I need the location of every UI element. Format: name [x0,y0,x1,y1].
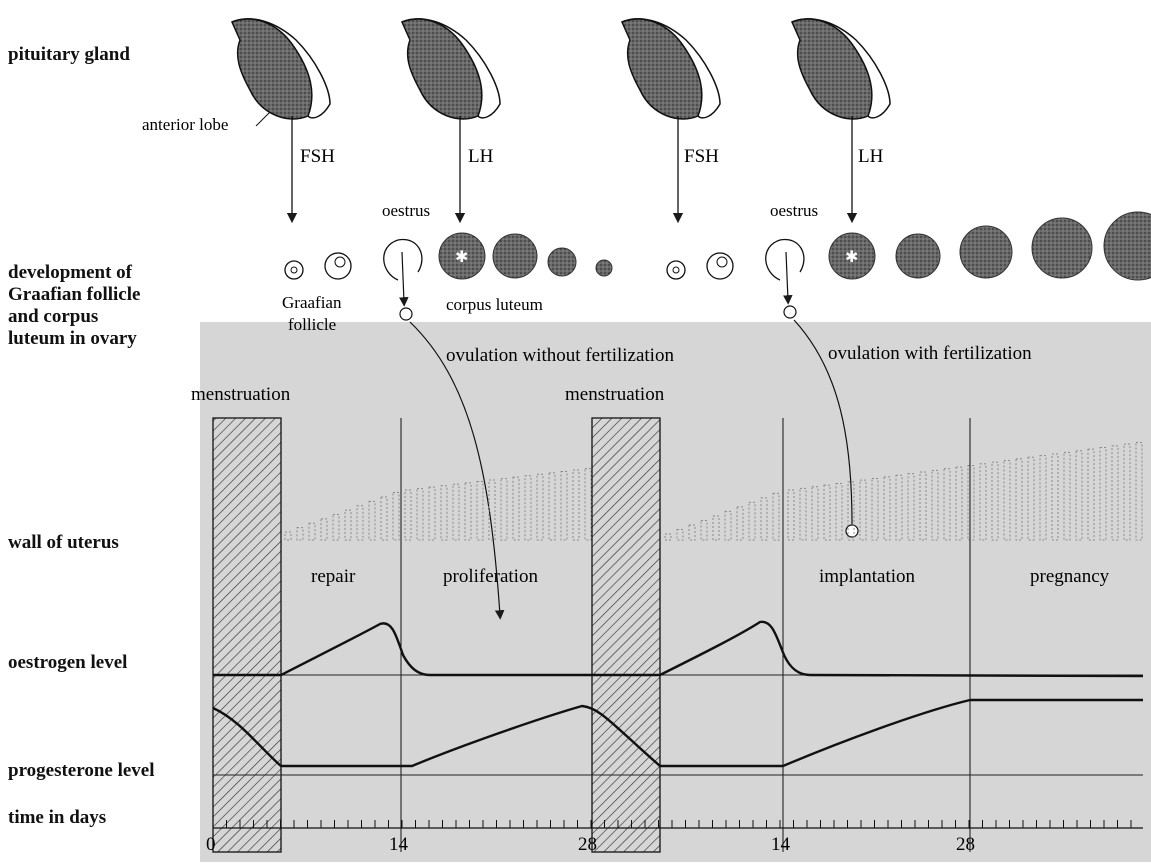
tick-label-0: 0 [206,834,216,855]
ovulation-without-fert-label: ovulation without fertilization [446,345,674,366]
follicle-small-2 [667,261,685,279]
pituitary-gland-2 [402,19,500,119]
phase-pregnancy: pregnancy [1030,566,1110,587]
lh-label-2: LH [858,146,884,167]
anterior-lobe-leader [256,112,270,126]
fsh-label-1: FSH [300,146,335,167]
follicle-medium-1 [325,253,351,279]
graafian-label-2: follicle [288,315,336,334]
corpus-luteum-2e [1104,212,1151,280]
follicle-small-1 [285,261,303,279]
phase-repair: repair [311,566,356,587]
ovulation-with-fert-label: ovulation with fertilization [828,343,1032,364]
corpus-luteum-label: corpus luteum [446,295,543,314]
menstruation-label-2: menstruation [565,384,665,405]
corpus-luteum-2d [1032,218,1092,278]
tick-label-14a: 14 [389,834,409,855]
menstruation-label-1: menstruation [191,384,291,405]
corpus-luteum-1c [548,248,576,276]
corpus-luteum-star-2: ✱ [845,249,858,266]
uterus-panel-background [200,322,1151,862]
corpus-luteum-1d [596,260,612,276]
tick-label-28a: 28 [578,834,597,855]
egg-release-arrow-1 [402,252,404,302]
graafian-label-1: Graafian [282,293,342,312]
phase-implantation: implantation [819,566,916,587]
lh-label-1: LH [468,146,494,167]
pituitary-gland-1 [232,19,330,119]
implanted-embryo [846,525,858,537]
follicle-rupture-2 [766,239,804,280]
tick-label-28b: 28 [956,834,975,855]
follicle-medium-2 [707,253,733,279]
corpus-luteum-star-1: ✱ [455,249,468,266]
fsh-label-2: FSH [684,146,719,167]
oestrus-label-1: oestrus [382,201,430,220]
menstruation-bar-2 [592,418,660,852]
corpus-luteum-1b [493,234,537,278]
tick-label-14b: 14 [771,834,791,855]
corpus-luteum-2c [960,226,1012,278]
phase-proliferation: proliferation [443,566,538,587]
menstruation-bar-1 [213,418,281,852]
pituitary-gland-4 [792,19,890,119]
corpus-luteum-2b [896,234,940,278]
ovum-1 [400,308,412,320]
egg-release-arrow-2 [786,252,788,300]
ovum-2 [784,306,796,318]
oestrus-label-2: oestrus [770,201,818,220]
anterior-lobe-label: anterior lobe [142,115,228,134]
pituitary-gland-3 [622,19,720,119]
